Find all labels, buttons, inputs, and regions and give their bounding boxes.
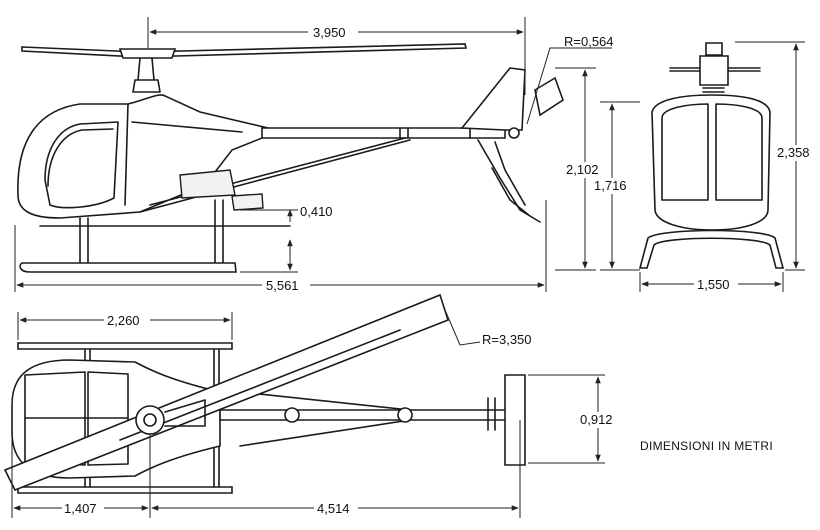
nose-hub-bg bbox=[62, 500, 104, 516]
rotor-head-front bbox=[705, 42, 723, 56]
rotor-hub-inner bbox=[143, 413, 157, 427]
hub-tail-label: 4,514 bbox=[317, 501, 350, 516]
front-view-dimensions: 1,716 2,358 1,550 bbox=[593, 41, 818, 292]
bottom-dims-ext bbox=[11, 420, 521, 518]
tail-span-bg bbox=[578, 412, 620, 428]
length-label: 5,561 bbox=[266, 278, 299, 293]
skid-width-ext bbox=[639, 272, 784, 292]
tail-rotor-hub bbox=[508, 127, 520, 139]
skid-right-top bbox=[17, 486, 233, 494]
clearance-ext bbox=[240, 209, 298, 273]
tail-span-ext bbox=[528, 374, 605, 464]
side-view bbox=[17, 43, 564, 273]
clearance-label: 0,410 bbox=[300, 204, 333, 219]
tail-height-ext bbox=[555, 67, 596, 271]
rotor-span-ext bbox=[147, 17, 526, 95]
main-radius-leader bbox=[444, 309, 481, 346]
tail-radius-label: R=0,564 bbox=[564, 34, 614, 49]
door-frame bbox=[124, 103, 243, 206]
skid-left-top bbox=[17, 342, 233, 350]
front-view bbox=[638, 42, 785, 269]
window-inner-frame bbox=[47, 128, 114, 187]
skid-struts-side bbox=[79, 199, 224, 269]
hub-height-ext bbox=[600, 101, 640, 271]
side-view-dimensions: 3,950 R=0,564 2,102 0,410 5,561 bbox=[14, 17, 614, 293]
cabin-front bbox=[651, 94, 771, 231]
main-rotor-blade-side bbox=[21, 43, 468, 58]
rotor-mast-side bbox=[132, 57, 161, 93]
length-bg bbox=[262, 277, 310, 293]
cabin-window bbox=[44, 121, 119, 209]
top-view-dimensions: 2,260 R=3,350 0,912 1,407 4,514 bbox=[11, 309, 620, 518]
units-note: DIMENSIONI IN METRI bbox=[640, 439, 773, 453]
skid-side bbox=[19, 262, 237, 273]
skid-length-bg bbox=[104, 312, 150, 328]
tail-boom-joints bbox=[399, 127, 471, 139]
hub-link bbox=[164, 399, 206, 427]
rotor-span-label: 3,950 bbox=[313, 25, 346, 40]
windshield-right bbox=[715, 103, 763, 201]
rotor-hub-top bbox=[135, 405, 165, 435]
rotor-hub-side bbox=[118, 48, 177, 59]
vertical-fin bbox=[460, 67, 526, 131]
boom-fitting-1 bbox=[284, 407, 300, 423]
rotor-span-bg bbox=[308, 24, 358, 40]
hub-tail-bg bbox=[314, 500, 358, 516]
tail-height-label: 2,102 bbox=[566, 162, 599, 177]
tail-struts-top bbox=[239, 391, 411, 447]
main-radius-label: R=3,350 bbox=[482, 332, 532, 347]
skid-length-label: 2,260 bbox=[107, 313, 140, 328]
tail-radius-leader bbox=[526, 47, 612, 125]
tail-guard bbox=[494, 141, 526, 206]
boom-fitting-2 bbox=[397, 407, 413, 423]
cabin-side bbox=[17, 94, 270, 219]
exhaust-side bbox=[231, 193, 264, 211]
tail-boom-top bbox=[219, 409, 521, 421]
mast-front bbox=[699, 55, 729, 86]
nose-hub-label: 1,407 bbox=[64, 501, 97, 516]
hub-height-bg bbox=[593, 178, 633, 194]
ventral-fin bbox=[477, 139, 541, 223]
blade-chord-line bbox=[119, 329, 401, 441]
windshield-left bbox=[661, 103, 709, 201]
total-height-label: 2,358 bbox=[777, 145, 810, 160]
skid-width-label: 1,550 bbox=[697, 277, 730, 292]
tail-boom-side bbox=[261, 127, 506, 139]
length-ext bbox=[14, 200, 547, 292]
top-view bbox=[3, 293, 526, 494]
total-height-ext bbox=[735, 41, 805, 271]
total-height-bg bbox=[776, 145, 818, 161]
fin-top bbox=[504, 374, 526, 466]
landing-gear-front bbox=[638, 229, 785, 269]
engine-side bbox=[179, 169, 236, 199]
tail-rotor-disc bbox=[534, 76, 564, 117]
hub-height-label: 1,716 bbox=[594, 178, 627, 193]
tail-height-bg bbox=[566, 162, 606, 178]
tail-span-label: 0,912 bbox=[580, 412, 613, 427]
skid-length-ext bbox=[17, 312, 233, 340]
tail-rotor-top bbox=[487, 397, 496, 431]
canopy-top bbox=[24, 371, 129, 466]
skid-width-bg bbox=[694, 276, 738, 292]
